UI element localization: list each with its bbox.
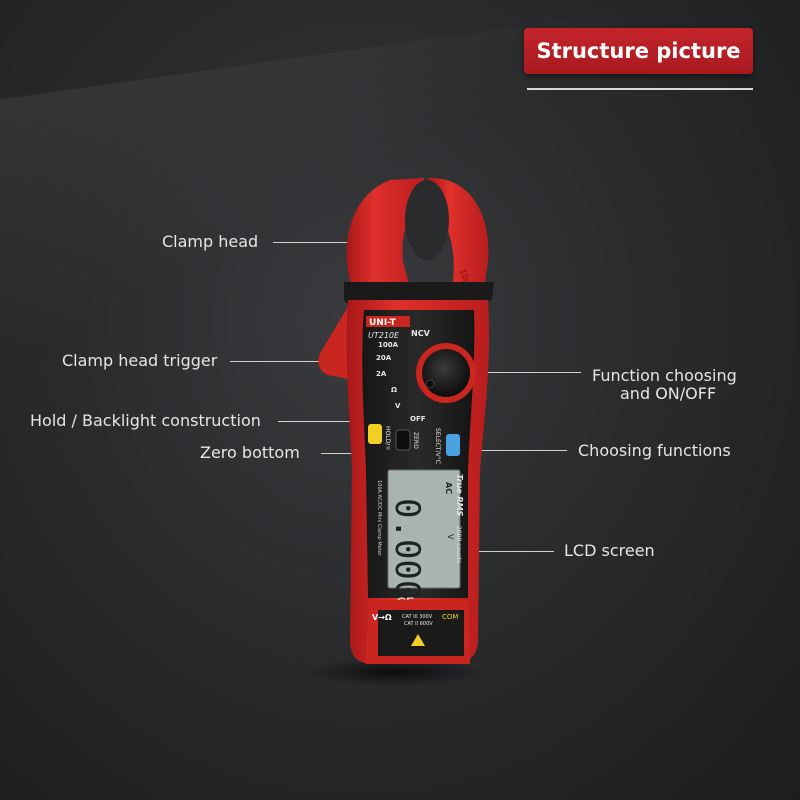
knob-pointer — [425, 379, 435, 389]
zero-label: ZERO — [412, 432, 419, 449]
callout-zero-bottom: Zero bottom — [200, 443, 300, 462]
counts-label: 2000 counts — [455, 526, 462, 563]
lcd-reading: 0.000 — [387, 498, 427, 600]
clamp-trigger — [318, 300, 352, 380]
select-label: SELECT/V°C — [434, 428, 441, 464]
clamp-opening — [405, 180, 449, 260]
callout-clamp-head-trigger: Clamp head trigger — [62, 351, 218, 370]
cat-rating-1: CAT III 300V — [402, 614, 433, 620]
model-label: UT210E — [368, 331, 400, 340]
callout-choosing-functions: Choosing functions — [578, 441, 731, 460]
leader-clamp-head-trigger — [230, 361, 320, 362]
range-20a: 20A — [376, 354, 392, 362]
leader-choosing-functions — [462, 450, 567, 451]
callout-function-choosing-line2: and ON/OFF — [620, 384, 717, 403]
hold-backlight-button — [368, 424, 382, 444]
select-button — [446, 434, 460, 456]
range-ohm: Ω — [391, 386, 397, 394]
off-label: OFF — [410, 415, 426, 423]
lcd-screen — [387, 469, 461, 589]
callout-lcd-screen: LCD screen — [564, 541, 655, 560]
device-shadow — [305, 658, 485, 686]
zero-button — [395, 429, 411, 451]
range-v: V — [395, 402, 401, 410]
brand-plate — [366, 316, 410, 327]
function-knob — [422, 349, 470, 397]
range-100a: 100A — [378, 341, 399, 349]
leader-hold-backlight — [278, 421, 376, 422]
lcd-mode: AC — [444, 482, 453, 494]
true-rms-label: True RMS — [455, 474, 464, 517]
callout-function-choosing-line1: Function choosing — [592, 366, 737, 385]
range-2a: 2A — [376, 370, 387, 378]
meter-side-text: 100A AC/DC Mini Clamp Meter — [376, 480, 382, 557]
terminal-panel — [378, 610, 464, 656]
clamp-jaw-left — [346, 178, 426, 288]
title-underline — [527, 88, 753, 90]
hold-label: HOLD/☼ — [384, 426, 391, 451]
com-label: COM — [442, 613, 458, 621]
brand-label: UNI-T — [369, 318, 397, 328]
terminal-symbols: V→Ω — [372, 613, 392, 622]
page-title-badge: Structure picture — [524, 28, 753, 74]
leader-lcd-screen — [446, 551, 554, 552]
callout-hold-backlight: Hold / Backlight construction — [30, 411, 261, 430]
cat-rating-2: CAT II 600V — [404, 621, 433, 627]
leader-clamp-head — [273, 242, 368, 243]
warning-icon — [411, 634, 425, 646]
callout-clamp-head: Clamp head — [162, 232, 259, 251]
leader-function-choosing — [478, 372, 581, 373]
lcd-unit: V — [446, 534, 455, 540]
ncv-label: NCV — [411, 329, 431, 338]
